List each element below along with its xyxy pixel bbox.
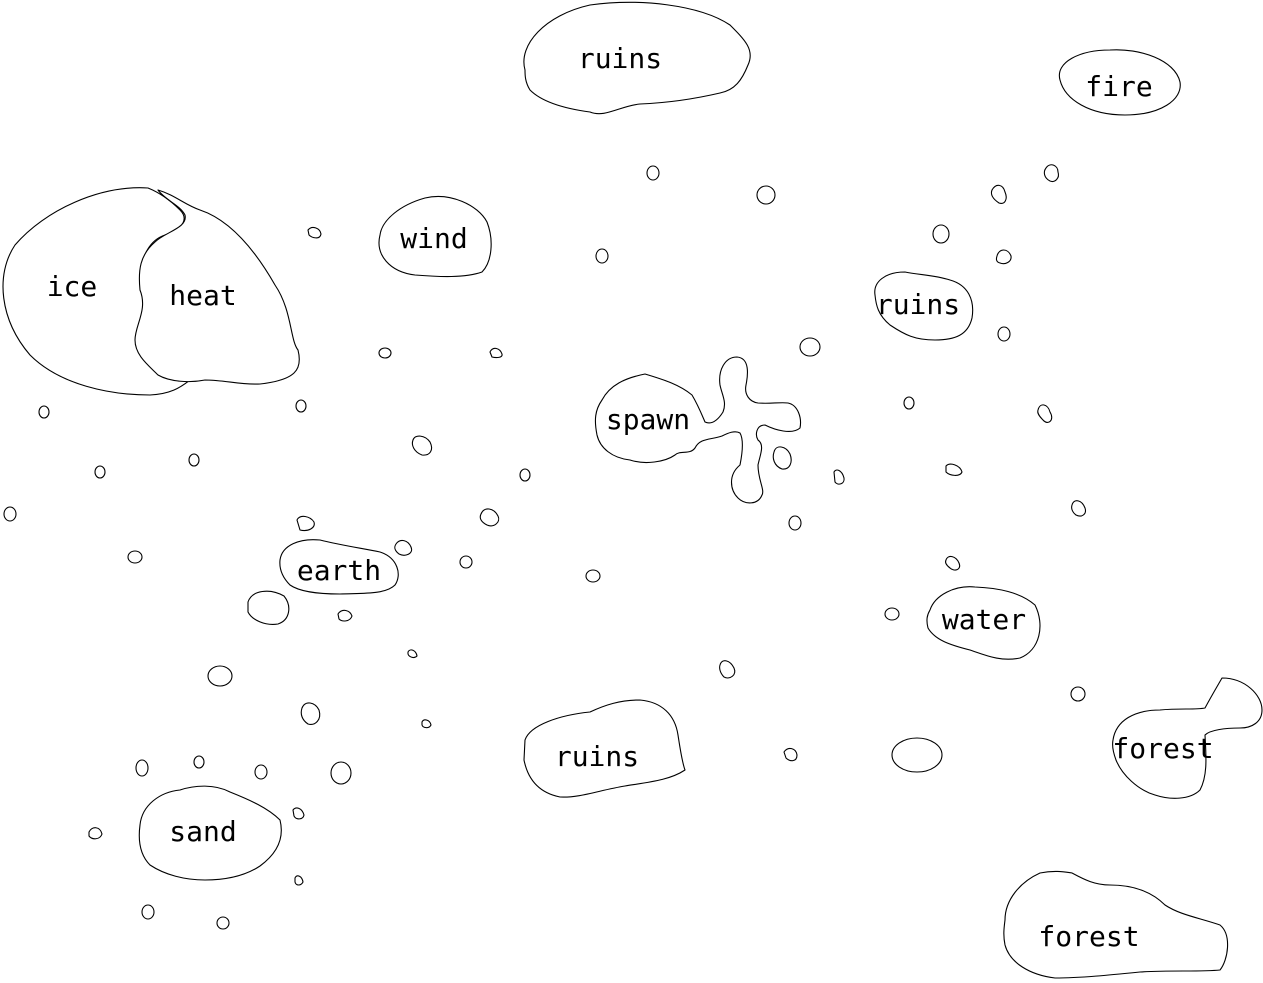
region-ruins-north[interactable]: ruins — [523, 1, 751, 115]
region-sand[interactable]: sand — [138, 785, 282, 881]
islet — [330, 761, 352, 785]
islet — [646, 165, 660, 181]
islet — [719, 660, 736, 679]
islet — [995, 249, 1012, 265]
region-earth-shape — [279, 539, 399, 595]
region-fire-label: fire — [1085, 70, 1152, 103]
islet — [783, 747, 798, 762]
islet — [141, 904, 155, 920]
islet — [407, 649, 418, 659]
islet — [193, 755, 205, 769]
islet — [292, 807, 305, 820]
region-ruins-south[interactable]: ruins — [523, 699, 686, 798]
region-ruins-south-label: ruins — [555, 740, 639, 773]
islet — [990, 184, 1007, 204]
region-wind[interactable]: wind — [378, 196, 492, 278]
islet — [945, 555, 961, 571]
region-heat-shape — [134, 189, 300, 385]
islet — [891, 737, 943, 773]
islet — [296, 515, 315, 532]
region-wind-label: wind — [400, 222, 467, 255]
islet — [94, 465, 106, 479]
region-ice[interactable]: ice — [2, 187, 191, 396]
region-heat[interactable]: heat — [134, 189, 300, 385]
region-earth-label: earth — [297, 554, 381, 587]
islet — [459, 555, 473, 569]
region-wind-shape — [378, 196, 492, 278]
islet — [421, 719, 432, 729]
islet — [756, 185, 776, 205]
islet — [799, 337, 821, 357]
islet — [1037, 404, 1053, 423]
islet — [519, 468, 531, 482]
region-forest-east-label: forest — [1112, 732, 1213, 765]
islet — [135, 759, 149, 777]
islet — [884, 607, 900, 621]
islet — [3, 506, 17, 522]
islet — [88, 827, 103, 840]
minor-islands — [3, 164, 1086, 930]
region-ruins-north-shape — [523, 1, 751, 115]
islet — [337, 609, 353, 622]
islet — [411, 435, 433, 456]
islet — [788, 515, 802, 531]
islet — [207, 665, 233, 687]
islet — [127, 550, 143, 564]
islet — [394, 539, 413, 556]
islet — [307, 226, 322, 239]
islet — [479, 508, 500, 527]
islet — [294, 875, 304, 886]
region-ruins-east-label: ruins — [876, 288, 960, 321]
islet — [772, 446, 792, 470]
islet — [38, 405, 50, 419]
islet — [932, 224, 950, 244]
region-spawn[interactable]: spawn — [594, 356, 802, 504]
islet — [903, 396, 915, 410]
islet — [188, 453, 200, 467]
region-spawn-label: spawn — [606, 403, 690, 436]
islet — [585, 569, 601, 583]
region-forest-east[interactable]: forest — [1112, 677, 1263, 799]
islet — [1043, 164, 1059, 182]
islet — [300, 702, 321, 725]
region-forest-east-shape — [1112, 677, 1263, 799]
islet — [247, 590, 290, 625]
islet — [254, 764, 268, 780]
region-ruins-north-label: ruins — [578, 42, 662, 75]
islet — [216, 916, 230, 930]
islet — [595, 248, 609, 264]
region-ruins-east[interactable]: ruins — [874, 271, 974, 341]
region-earth[interactable]: earth — [279, 539, 399, 595]
region-fire[interactable]: fire — [1058, 49, 1181, 116]
region-ruins-south-shape — [523, 699, 686, 798]
region-heat-label: heat — [169, 279, 236, 312]
region-fire-shape — [1058, 49, 1181, 116]
region-forest-south-shape — [1003, 870, 1229, 979]
region-water[interactable]: water — [926, 586, 1041, 660]
region-forest-south[interactable]: forest — [1003, 870, 1229, 979]
islet — [833, 469, 845, 485]
islet — [1071, 500, 1086, 517]
region-sand-shape — [138, 785, 282, 881]
region-water-shape — [926, 586, 1041, 660]
islet — [489, 347, 503, 359]
islet — [1070, 686, 1086, 702]
islet — [295, 399, 307, 413]
region-ice-label: ice — [47, 270, 98, 303]
region-spawn-shape — [594, 356, 802, 504]
islet — [378, 347, 392, 359]
region-sand-label: sand — [169, 815, 236, 848]
islet — [997, 326, 1011, 342]
region-forest-south-label: forest — [1038, 920, 1139, 953]
region-water-label: water — [942, 603, 1026, 636]
islet — [945, 463, 963, 476]
region-ruins-east-shape — [874, 271, 974, 341]
